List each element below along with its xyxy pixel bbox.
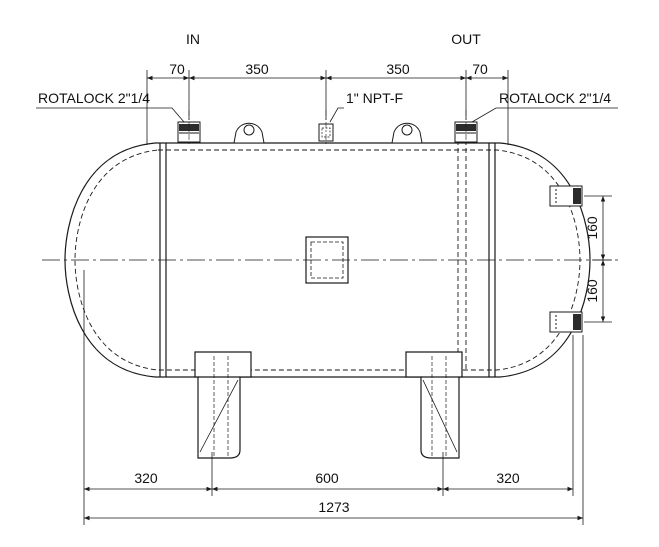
dim-bottom-right: 320: [496, 470, 520, 486]
lifting-lug-left-icon: [233, 122, 265, 144]
dim-bottom-left: 320: [134, 470, 158, 486]
right-connection-label: ROTALOCK 2"1/4: [499, 90, 611, 106]
top-dimension-lines: [36, 70, 618, 145]
dim-top-left-offset: 70: [169, 61, 185, 77]
left-connection-label: ROTALOCK 2"1/4: [38, 90, 150, 106]
center-connection-label: 1" NPT-F: [346, 90, 403, 106]
outlet-label: OUT: [451, 31, 481, 47]
support-leg-left: [194, 351, 252, 459]
side-fitting-upper-icon: [549, 185, 583, 207]
dim-side-upper: 160: [584, 216, 600, 240]
side-fitting-lower-icon: [549, 311, 583, 333]
dim-top-left-span: 350: [245, 61, 269, 77]
dim-top-right-offset: 70: [472, 61, 488, 77]
bottom-dimension-lines: [83, 270, 584, 525]
inlet-rotalock-icon: [177, 110, 201, 145]
inlet-label: IN: [186, 31, 200, 47]
inspection-port: [305, 236, 349, 284]
support-leg-right: [405, 351, 463, 459]
dim-top-right-span: 350: [386, 61, 410, 77]
outlet-rotalock-icon: [454, 110, 478, 145]
dim-overall-length: 1273: [318, 499, 349, 515]
lifting-lug-right-icon: [391, 122, 423, 144]
dim-bottom-middle: 600: [315, 470, 339, 486]
side-dimension-lines: [584, 195, 612, 323]
dim-side-lower: 160: [584, 279, 600, 303]
dip-tube: [457, 140, 467, 372]
